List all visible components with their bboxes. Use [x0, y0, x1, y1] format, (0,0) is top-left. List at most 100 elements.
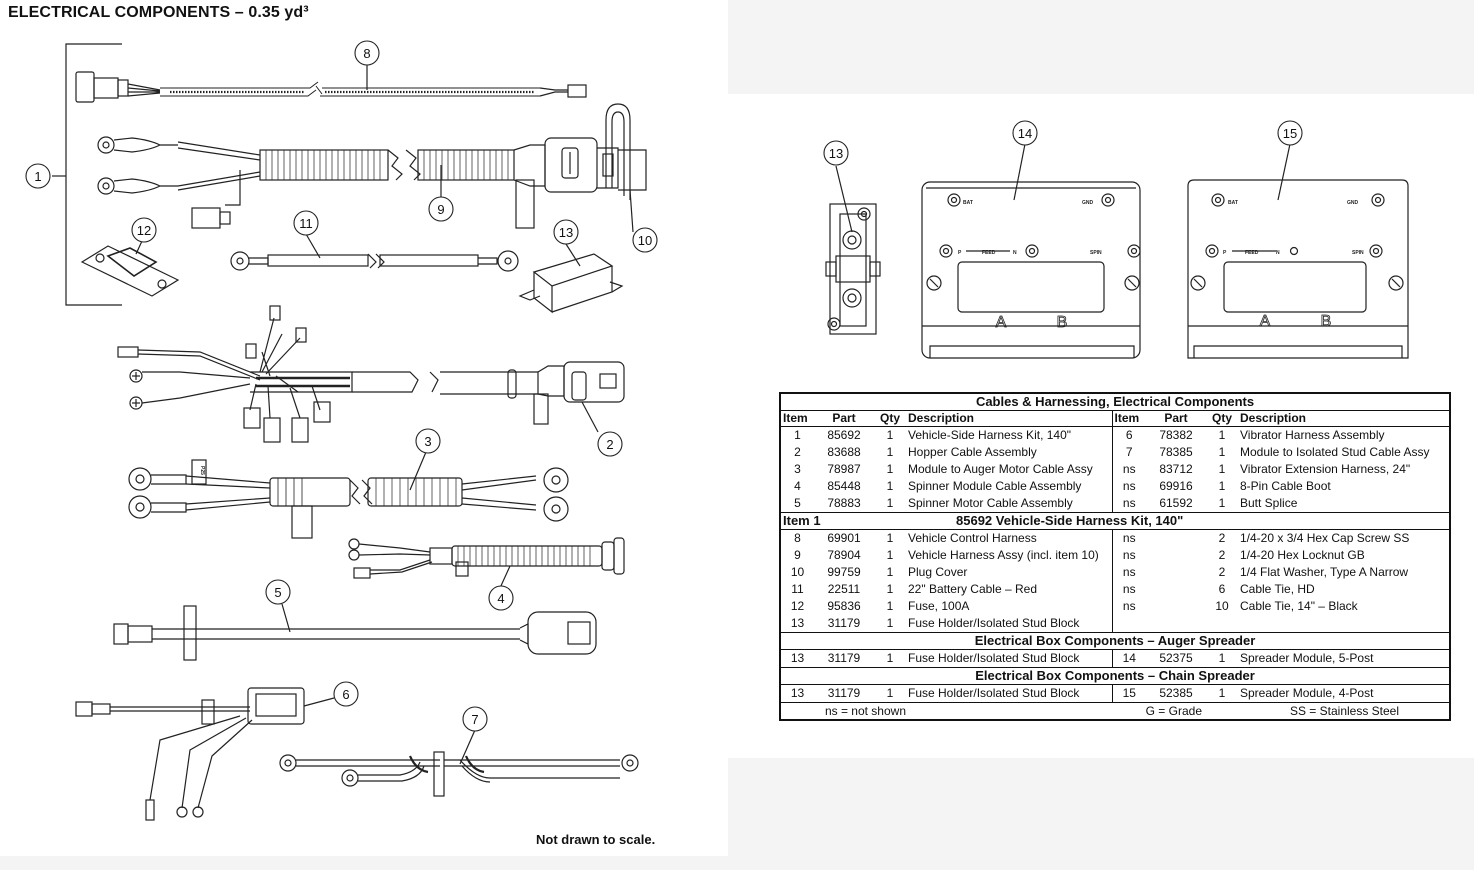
cell: Spreader Module, 5-Post	[1240, 651, 1374, 665]
callout-3: 3	[424, 434, 431, 449]
cell: 83688	[827, 445, 861, 459]
cell: 69916	[1159, 479, 1193, 493]
cell: 22" Battery Cable – Red	[906, 581, 1113, 598]
label-gnd: GND	[1082, 200, 1094, 206]
cell: Fuse Holder/Isolated Stud Block	[906, 649, 1113, 668]
cell: 10	[790, 565, 805, 579]
cell: 95836	[827, 599, 861, 613]
cell: 13	[790, 651, 805, 665]
cell: 52375	[1159, 651, 1193, 665]
cell: 1/4-20 x 3/4 Hex Cap Screw SS	[1240, 531, 1410, 545]
cell: 1	[886, 599, 894, 613]
cell: ns	[1122, 548, 1136, 562]
label-n: N	[1276, 250, 1280, 256]
col-qty: Qty	[874, 410, 906, 427]
cell: 1	[1218, 428, 1226, 442]
cell: 6	[1218, 582, 1226, 596]
callout-14: 14	[1018, 126, 1032, 141]
label-spin: SPIN	[1090, 250, 1102, 256]
cell: Vehicle-Side Harness Kit, 140"	[906, 426, 1113, 444]
cell: 2	[1218, 531, 1226, 545]
cell: Vehicle Harness Assy (incl. item 10)	[906, 547, 1113, 564]
vibrator-harness-6	[75, 687, 335, 821]
kit-bracket	[65, 43, 122, 306]
label-a: A	[1260, 313, 1271, 330]
cell: ns	[1122, 531, 1136, 545]
footer-grade: G = Grade	[906, 702, 1206, 720]
cell: 10	[1215, 599, 1229, 613]
cell: 1	[886, 582, 894, 596]
callout-9: 9	[437, 202, 444, 217]
col-item: Item	[780, 410, 814, 427]
cell: 85692	[827, 428, 861, 442]
item1-label: Item 1	[780, 512, 874, 530]
cell	[1112, 615, 1146, 633]
parts-table: Cables & Harnessing, Electrical Componen…	[779, 392, 1452, 721]
cell: 2	[1218, 548, 1226, 562]
callout-13-right: 13	[829, 146, 843, 161]
cell: 1/4-20 Hex Locknut GB	[1240, 548, 1365, 562]
cell: 1	[886, 445, 894, 459]
auger-section-title: Electrical Box Components – Auger Spread…	[780, 632, 1451, 650]
cell: 78904	[827, 548, 861, 562]
cell: Butt Splice	[1240, 496, 1298, 510]
cell: Module to Auger Motor Cable Assy	[906, 461, 1113, 478]
cell: 15	[1122, 686, 1136, 700]
cell: 31179	[827, 616, 861, 630]
cell: 1	[886, 496, 894, 510]
cell: Cable Tie, HD	[1240, 582, 1315, 596]
cell: ns	[1122, 582, 1136, 596]
cell: 6	[1125, 428, 1133, 442]
label-bat: BAT	[963, 200, 973, 206]
scale-note: Not drawn to scale.	[536, 832, 656, 847]
hopper-cable-2	[117, 305, 625, 443]
cell: 12	[790, 599, 805, 613]
footer-ss: SS = Stainless Steel	[1206, 702, 1451, 720]
col-part: Part	[1146, 410, 1206, 427]
callout-1: 1	[34, 169, 41, 184]
background-band	[0, 856, 1474, 870]
cell: 22511	[827, 582, 861, 596]
cell: 1	[886, 565, 894, 579]
label-feed: FEED	[1245, 250, 1259, 256]
cell: 13	[790, 616, 805, 630]
cell: 14	[1122, 651, 1136, 665]
cell	[1146, 581, 1206, 598]
cell: 1	[886, 531, 894, 545]
cell: Vibrator Extension Harness, 24"	[1240, 462, 1411, 476]
harness-8	[75, 64, 587, 103]
callout-5: 5	[274, 585, 281, 600]
cell: Fuse Holder/Isolated Stud Block	[906, 684, 1113, 703]
cell: 1	[1218, 462, 1226, 476]
cell: 9	[794, 548, 801, 562]
callout-4: 4	[497, 591, 504, 606]
cell	[1146, 598, 1206, 615]
cell: 31179	[827, 651, 861, 665]
cell: 78987	[827, 462, 861, 476]
cell: Fuse Holder/Isolated Stud Block	[906, 615, 1113, 633]
callout-8: 8	[363, 46, 370, 61]
label-spin: SPIN	[1352, 250, 1364, 256]
chain-section-title: Electrical Box Components – Chain Spread…	[780, 667, 1451, 685]
cell: ns	[1122, 565, 1136, 579]
cell: Plug Cover	[906, 564, 1113, 581]
fuse-block-13	[518, 243, 624, 314]
callout-7: 7	[471, 712, 478, 727]
callout-numbers: 1 2 3 4 5 6 7 8 9 10 11 12 13 13 14 15	[34, 46, 1297, 727]
callout-12: 12	[137, 223, 151, 238]
label-p: P	[1223, 250, 1227, 256]
label-b: B	[1057, 314, 1068, 331]
fuse-holder-13	[825, 165, 881, 335]
cell: 2	[794, 445, 801, 459]
cell: 1	[886, 616, 894, 630]
cell: 1	[1218, 479, 1226, 493]
cell: 13	[790, 686, 805, 700]
callout-13: 13	[559, 225, 573, 240]
cell: 1	[1218, 445, 1226, 459]
col-description: Description	[906, 410, 1113, 427]
